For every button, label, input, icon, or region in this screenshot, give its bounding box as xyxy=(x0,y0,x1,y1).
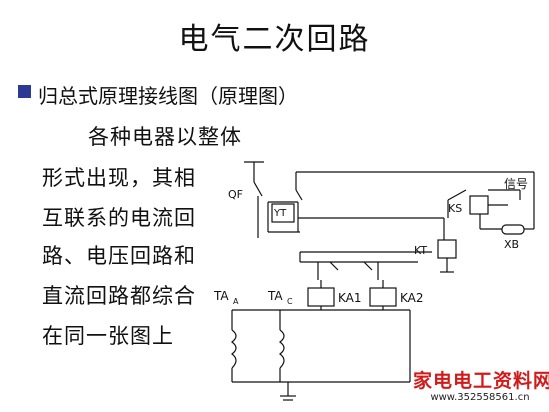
paragraph-line-1: 各种电器以整体 xyxy=(88,125,242,149)
label-qf: QF xyxy=(228,188,243,201)
label-ta-c: TA xyxy=(267,289,283,303)
label-kt: KT xyxy=(414,244,427,257)
label-ta-a-sub: A xyxy=(233,297,239,306)
label-ta-a: TA xyxy=(213,289,229,303)
slide-title: 电气二次回路 xyxy=(178,22,371,57)
label-ks: KS xyxy=(448,202,462,215)
paragraph-line-6: 在同一张图上 xyxy=(42,324,174,348)
bullet-text: 归总式原理接线图（原理图） xyxy=(38,84,298,108)
diagram-labels: QF YT KS 信号 XB KT KA1 KA2 TA A TA C xyxy=(213,177,528,306)
bullet-square-icon xyxy=(18,85,31,98)
watermark-site-name: 家电电工资料网 xyxy=(413,370,549,392)
label-ka1: KA1 xyxy=(338,291,362,305)
paragraph-line-2: 形式出现，其相 xyxy=(42,166,196,190)
label-xinhao: 信号 xyxy=(504,177,528,191)
label-ka2: KA2 xyxy=(400,291,424,305)
label-ta-c-sub: C xyxy=(287,297,293,306)
label-xb: XB xyxy=(504,238,519,251)
paragraph-line-5: 直流回路都综合 xyxy=(42,284,196,308)
paragraph-line-4: 路、电压回路和 xyxy=(42,244,196,268)
paragraph-line-3: 互联系的电流回 xyxy=(42,206,196,230)
label-yt: YT xyxy=(273,208,287,219)
watermark-url: www.352558561.cn xyxy=(430,392,530,403)
